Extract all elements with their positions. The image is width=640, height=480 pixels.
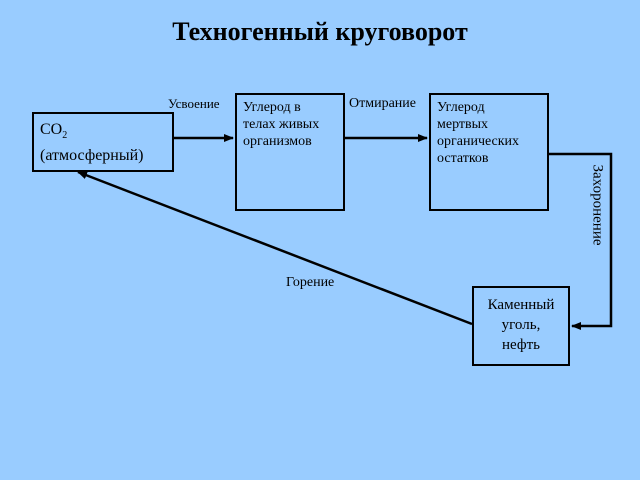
node-co2-atmospheric: CO2 (атмосферный)	[32, 112, 174, 172]
arrow-burning	[77, 170, 473, 326]
node-dead-line: мертвых	[437, 117, 489, 132]
node-living-line: организмов	[243, 134, 312, 149]
node-dead-line: остатков	[437, 151, 489, 166]
edge-label-uptake: Усвоение	[168, 96, 220, 111]
node-living-line: телах живых	[243, 117, 320, 132]
node-coal-oil: Каменный уголь, нефть	[472, 286, 570, 366]
edge-label-death: Отмирание	[349, 96, 416, 111]
node-coal-line: Каменный	[487, 297, 555, 313]
node-living-line: Углерод в	[243, 100, 301, 115]
arrow-burial	[549, 152, 613, 330]
diagram-title: Техногенный круговорот	[172, 17, 468, 46]
node-coal-line: нефть	[502, 337, 540, 353]
node-living-carbon: Углерод в телах живых организмов	[235, 93, 345, 211]
edge-label-burial: Захоронение	[589, 164, 606, 246]
node-co2-line1: CO2	[40, 121, 68, 142]
edge-label-burning: Горение	[286, 275, 335, 290]
node-dead-line: органических	[437, 134, 520, 149]
node-co2-line2: (атмосферный)	[40, 147, 144, 165]
node-coal-line: уголь,	[501, 317, 541, 333]
node-dead-line: Углерод	[437, 100, 485, 115]
node-dead-carbon: Углерод мертвых органических остатков	[429, 93, 549, 211]
